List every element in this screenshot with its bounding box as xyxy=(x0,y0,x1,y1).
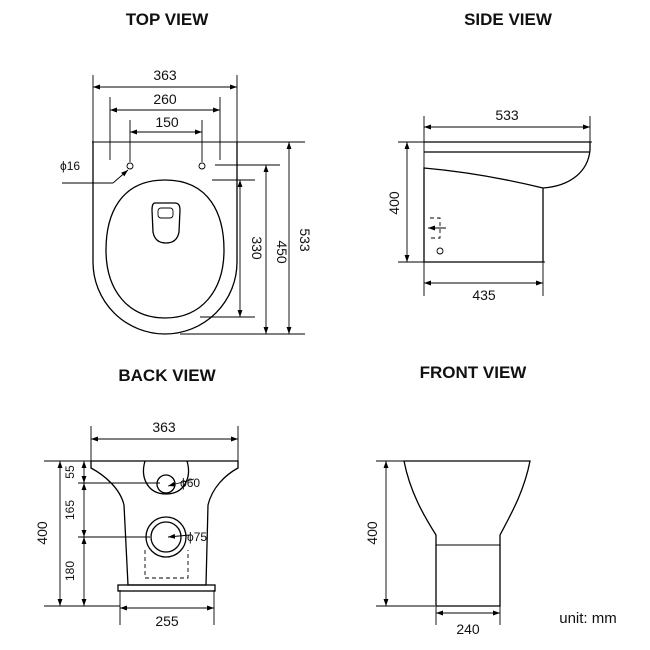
back-dim-255: 255 xyxy=(155,613,179,629)
top-dim-533: 533 xyxy=(297,228,313,252)
side-dim-435: 435 xyxy=(472,287,496,303)
top-view-title: TOP VIEW xyxy=(126,10,209,29)
side-view-dimension-lines xyxy=(404,124,590,286)
front-view-title: FRONT VIEW xyxy=(420,363,528,382)
top-view-outlet-oval xyxy=(151,202,181,244)
top-dim-260: 260 xyxy=(153,91,177,107)
top-dim-hole-16: ϕ16 xyxy=(60,159,80,173)
top-view-outlet-inner xyxy=(157,207,174,219)
front-view: FRONT VIEW 400 240 xyxy=(364,363,531,637)
back-view-hole-75-inner xyxy=(150,521,182,553)
side-view-body-outline xyxy=(423,141,591,263)
top-view-dimension-lines xyxy=(62,84,292,334)
back-view-hole-75-outer xyxy=(145,516,187,558)
top-view-extension-lines xyxy=(92,75,305,335)
back-view-hole-60 xyxy=(156,474,176,494)
top-dim-150: 150 xyxy=(155,114,179,130)
back-view-upper-recess xyxy=(142,460,190,495)
side-view-title: SIDE VIEW xyxy=(464,10,553,29)
back-view-dimension-lines xyxy=(57,436,238,611)
front-view-dimension-lines xyxy=(383,461,500,616)
back-dim-hole-60: ϕ60 xyxy=(180,476,200,490)
front-view-body-outline xyxy=(403,460,531,607)
back-dim-400: 400 xyxy=(34,521,50,545)
side-dim-533: 533 xyxy=(495,107,519,123)
front-view-extension-lines xyxy=(376,460,530,625)
back-view-hidden-trap xyxy=(144,550,189,579)
back-dim-hole-75: ϕ75 xyxy=(187,530,207,544)
front-dim-240: 240 xyxy=(456,621,480,637)
back-view-title: BACK VIEW xyxy=(118,366,216,385)
top-dim-363: 363 xyxy=(153,67,177,83)
top-view-bowl-opening xyxy=(105,179,225,319)
top-view-tap-hole-right xyxy=(198,162,206,170)
top-view-tap-hole-left xyxy=(126,162,134,170)
back-dim-363: 363 xyxy=(152,419,176,435)
unit-label: unit: mm xyxy=(559,610,617,627)
back-view-body-outline xyxy=(90,460,239,586)
side-view-hole xyxy=(436,247,444,255)
top-view-bowl-outline xyxy=(92,142,238,335)
top-dim-330: 330 xyxy=(249,236,265,260)
back-view-extension-lines xyxy=(44,426,239,625)
top-dim-450: 450 xyxy=(274,240,290,264)
back-view-base xyxy=(117,584,216,592)
side-view-extension-lines xyxy=(398,116,592,296)
back-dim-55: 55 xyxy=(63,465,77,479)
back-view: BACK VIEW 363 400 55 165 180 ϕ60 ϕ75 xyxy=(34,366,239,629)
back-dim-165: 165 xyxy=(63,500,77,520)
back-dim-180: 180 xyxy=(63,561,77,581)
top-view: TOP VIEW 363 260 150 xyxy=(60,10,313,335)
front-dim-400: 400 xyxy=(364,521,380,545)
side-view-hidden-outlet xyxy=(430,217,441,239)
side-dim-400: 400 xyxy=(386,191,402,215)
side-view: SIDE VIEW 533 400 435 xyxy=(386,10,592,303)
